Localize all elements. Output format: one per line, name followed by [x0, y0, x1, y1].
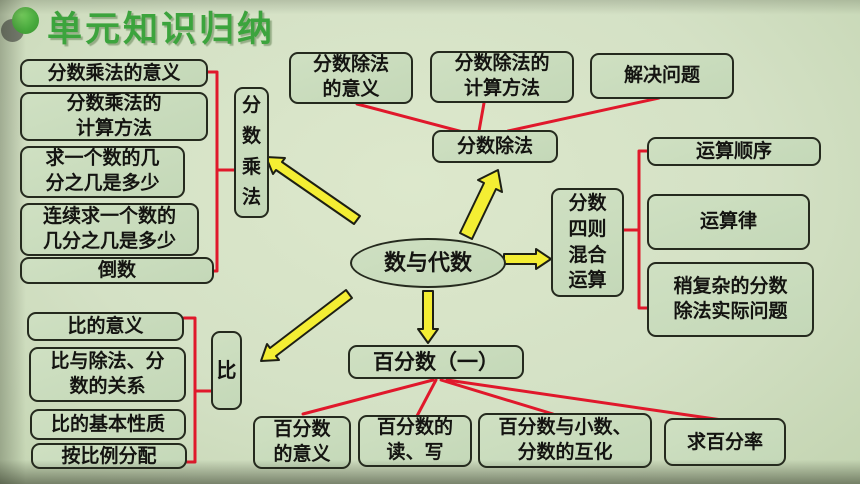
node-div-method: 分数除法的 计算方法 [430, 51, 574, 103]
node-percent-rate: 求百分率 [664, 418, 786, 466]
bracket-ratio [182, 316, 214, 464]
node-percent-convert: 百分数与小数、 分数的互化 [478, 413, 652, 468]
node-percent-meaning: 百分数 的意义 [253, 416, 351, 469]
node-ratio-relation: 比与除法、分 数的关系 [29, 347, 186, 402]
node-ratio-distribution: 按比例分配 [31, 443, 187, 469]
node-ratio-property: 比的基本性质 [30, 409, 186, 440]
node-mul-hub: 分 数 乘 法 [234, 87, 269, 218]
bracket-fraction-multiplication [205, 70, 237, 273]
node-complex-problem: 稍复杂的分数 除法实际问题 [647, 262, 814, 337]
arrow-center-to-mul-hub [265, 156, 361, 225]
node-op-order: 运算顺序 [647, 137, 821, 166]
arrow-center-to-percent-hub [417, 290, 439, 344]
page-title: 单元知识归纳 [47, 10, 276, 49]
node-center: 数与代数 [350, 238, 506, 288]
node-div-meaning: 分数除法 的意义 [289, 52, 413, 104]
node-mul-part: 求一个数的几 分之几是多少 [20, 146, 185, 198]
node-solve-problem: 解决问题 [590, 53, 734, 99]
bracket-mixed-operations [621, 149, 649, 310]
node-mul-meaning: 分数乘法的意义 [20, 59, 208, 87]
bullet-icon [12, 7, 39, 34]
node-ratio-hub: 比 [211, 331, 242, 410]
node-percent-hub: 百分数（一） [348, 345, 524, 379]
arrow-center-to-div-hub [459, 169, 503, 240]
node-div-hub: 分数除法 [432, 130, 558, 163]
arrow-center-to-mixed-hub [503, 248, 552, 270]
arrow-center-to-ratio-hub [260, 289, 353, 362]
node-mul-method: 分数乘法的 计算方法 [20, 92, 208, 141]
node-mul-successive: 连续求一个数的 几分之几是多少 [20, 203, 199, 256]
node-mixed-hub: 分数 四则 混合 运算 [551, 188, 624, 297]
node-reciprocal: 倒数 [20, 257, 214, 284]
node-ratio-meaning: 比的意义 [27, 312, 184, 341]
node-op-laws: 运算律 [647, 194, 810, 250]
node-percent-read-write: 百分数的 读、写 [358, 415, 472, 467]
